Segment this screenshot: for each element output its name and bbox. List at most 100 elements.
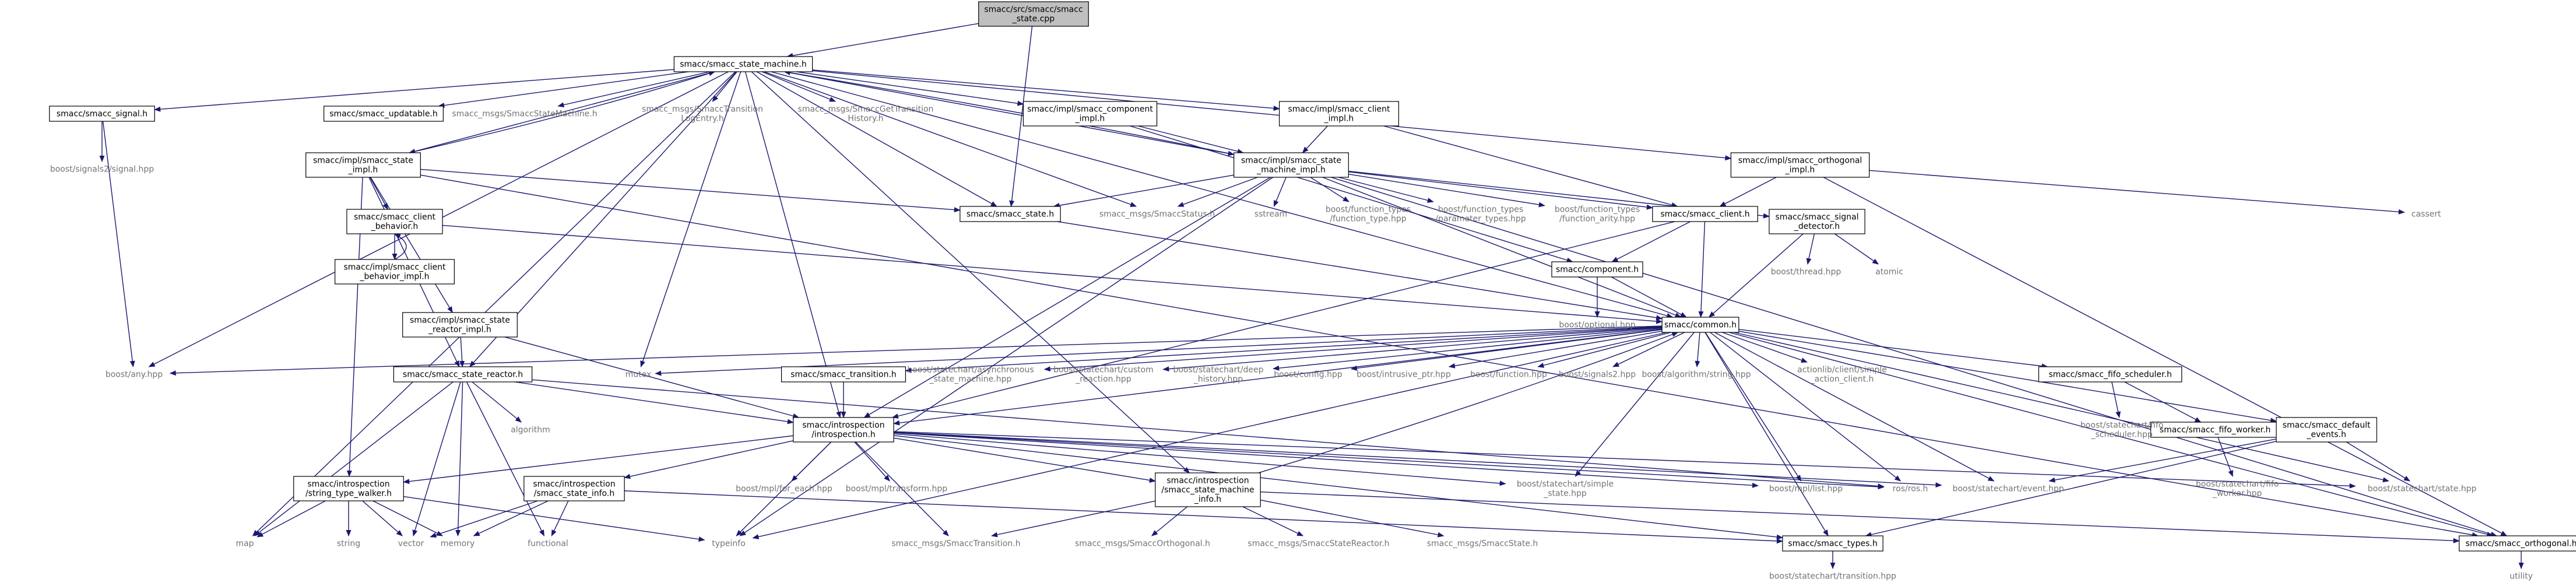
include-edge [739,177,1274,536]
graph-node-smacc-smacc-default-events-h[interactable]: smacc/smacc_default_events.h [2276,417,2377,443]
include-edge [1043,327,1663,372]
graph-node-smacc-introspection-string-type-walker-h[interactable]: smacc/introspection/string_type_walker.h [293,476,404,501]
node-box [2276,417,2377,443]
graph-node-boost-config-hpp: boost/config.hpp [1274,370,1343,379]
include-edge [409,71,715,154]
include-edge [894,435,1783,540]
graph-node-smacc-smacc-state-h[interactable]: smacc/smacc_state.h [960,206,1061,222]
graph-node-smacc-smacc-state-reactor-h[interactable]: smacc/smacc_state_reactor.h [393,366,533,383]
include-edge [761,71,837,102]
include-edge [2346,441,2410,482]
graph-node-smacc-smacc-fifo-worker-h[interactable]: smacc/smacc_fifo_worker.h [2150,422,2280,438]
include-edge [712,71,737,102]
include-edge [1162,327,1663,372]
graph-node-typeinfo: typeinfo [712,539,746,548]
node-label: smacc/impl/smacc_client [1288,104,1391,114]
graph-node-smacc-smacc-fifo-scheduler-h[interactable]: smacc/smacc_fifo_scheduler.h [2038,366,2183,383]
node-label: _scheduler.hpp [2090,430,2152,439]
graph-node-smacc-impl-smacc-state-machine-impl-h[interactable]: smacc/impl/smacc_state_machine_impl.h [1233,152,1349,178]
graph-node-smacc-impl-smacc-orthogonal-impl-h[interactable]: smacc/impl/smacc_orthogonal_impl.h [1730,152,1870,178]
node-label: smacc/impl/smacc_state [1241,156,1341,165]
graph-node-atomic: atomic [1875,267,1903,276]
graph-node-boost-mpl-transform-hpp: boost/mpl/transform.hpp [846,484,947,493]
include-edge [905,327,1663,373]
graph-node-smacc-introspection-smacc-state-machine-info-h[interactable]: smacc/introspection/smacc_state_machine_… [1155,472,1261,507]
graph-node-smacc-smacc-signal-detector-h[interactable]: smacc/smacc_signal_detector.h [1769,209,1865,234]
graph-node-smacc-src-smacc-smacc-state-cpp[interactable]: smacc/src/smacc/smacc_state.cpp [978,1,1089,27]
include-edge [370,177,388,210]
graph-node-smacc-smacc-signal-h[interactable]: smacc/smacc_signal.h [49,106,155,122]
node-label: boost/mpl/for_each.hpp [736,484,832,493]
include-edge [764,71,1137,207]
include-edge [473,500,549,536]
node-label: map [236,539,254,548]
include-edge [532,379,1885,489]
include-edge [252,71,736,536]
graph-node-boost-statechart-deep-history-hpp: boost/statechart/deep_history.hpp [1173,365,1263,384]
node-label: smacc/smacc_orthogonal.h [2466,539,2576,548]
include-edge [1302,125,1328,153]
graph-node-actionlib-client-simple-action-client-h: actionlib/client/simple_action_client.h [1797,365,1887,384]
graph-node-smacc-component-h[interactable]: smacc/component.h [1551,261,1643,278]
include-edge [1738,331,2277,423]
graph-node-smacc-impl-smacc-client-impl-h[interactable]: smacc/impl/smacc_client_impl.h [1279,101,1399,127]
node-box [1769,209,1865,234]
graph-node-boost-optional-hpp: boost/optional.hpp [1559,320,1635,329]
graph-node-smacc-impl-smacc-component-impl-h[interactable]: smacc/impl/smacc_component_impl.h [1022,101,1158,127]
node-label: /introspection.h [811,430,876,439]
graph-node-smacc-smacc-state-machine-h[interactable]: smacc/smacc_state_machine.h [673,56,813,72]
graph-node-smacc-common-h[interactable]: smacc/common.h [1661,317,1739,333]
graph-node-smacc-smacc-updatable-h[interactable]: smacc/smacc_updatable.h [324,106,444,122]
graph-node-smacc-introspection-smacc-state-info-h[interactable]: smacc/introspection/smacc_state_info.h [523,476,625,501]
include-edge [1734,332,2389,483]
node-label: _worker.hpp [2212,489,2262,498]
node-label: boost/statechart/event.hpp [1952,484,2064,493]
include-edge [1705,332,1802,482]
graph-node-boost-statechart-state-hpp: boost/statechart/state.hpp [2368,484,2477,493]
graph-node-boost-signals2-hpp: boost/signals2.hpp [1559,370,1636,379]
include-edge [1721,332,1808,363]
node-label: _impl.h [348,165,378,174]
graph-node-smacc-impl-smacc-state-reactor-impl-h[interactable]: smacc/impl/smacc_state_reactor_impl.h [402,312,518,338]
include-edge [894,437,1156,483]
node-label: boost/function_types [1555,205,1640,214]
include-edge [2111,381,2121,418]
include-edge [1708,233,1804,318]
node-box [335,259,455,285]
node-label: smacc_msgs/SmaccTransition [642,104,763,114]
include-edge [455,381,463,536]
node-label: boost/mpl/list.hpp [1769,484,1843,493]
include-edge [1242,506,1304,536]
include-edge [430,500,538,538]
graph-node-smacc-introspection-introspection-h[interactable]: smacc/introspection/introspection.h [793,417,894,443]
graph-node-smacc-smacc-transition-h[interactable]: smacc/smacc_transition.h [781,366,906,383]
graph-node-ros-ros-h: ros/ros.h [1893,484,1928,493]
include-edge [1260,499,1445,538]
node-box [1551,261,1643,278]
include-edge [442,224,1663,324]
include-edge [771,71,1674,318]
graph-node-smacc-smacc-orthogonal-h[interactable]: smacc/smacc_orthogonal.h [2458,535,2576,552]
node-label: smacc/introspection [533,479,615,489]
include-edge [557,71,710,108]
graph-node-vector: vector [398,539,424,548]
graph-node-smacc-smacc-types-h[interactable]: smacc/smacc_types.h [1782,535,1883,552]
graph-node-boost-any-hpp: boost/any.hpp [106,370,163,379]
node-box [1652,206,1758,222]
node-label: boost/statechart/state.hpp [2368,484,2477,493]
graph-node-boost-intrusive-ptr-hpp: boost/intrusive_ptr.hpp [1356,370,1451,379]
node-box [978,1,1089,27]
node-box [402,312,518,338]
include-edge [1273,328,1663,371]
graph-node-smacc-smacc-client-h[interactable]: smacc/smacc_client.h [1652,206,1758,222]
node-box [1155,472,1261,507]
include-edge [812,70,1732,161]
graph-node-smacc-impl-smacc-state-impl-h[interactable]: smacc/impl/smacc_state_impl.h [305,152,421,178]
include-edge [1869,170,2405,215]
graph-node-smacc-smacc-client-behavior-h[interactable]: smacc/smacc_client_behavior.h [346,209,443,234]
node-box [793,417,894,443]
graph-node-smacc-impl-smacc-client-behavior-impl-h[interactable]: smacc/impl/smacc_client_behavior_impl.h [335,259,455,285]
graph-node-smacc-msgs-smaccstatemachine-h: smacc_msgs/SmaccStateMachine.h [452,109,597,118]
node-label: mutex [625,370,652,379]
graph-node-smacc-msgs-smaccstatus-h: smacc_msgs/SmaccStatus.h [1099,209,1215,219]
